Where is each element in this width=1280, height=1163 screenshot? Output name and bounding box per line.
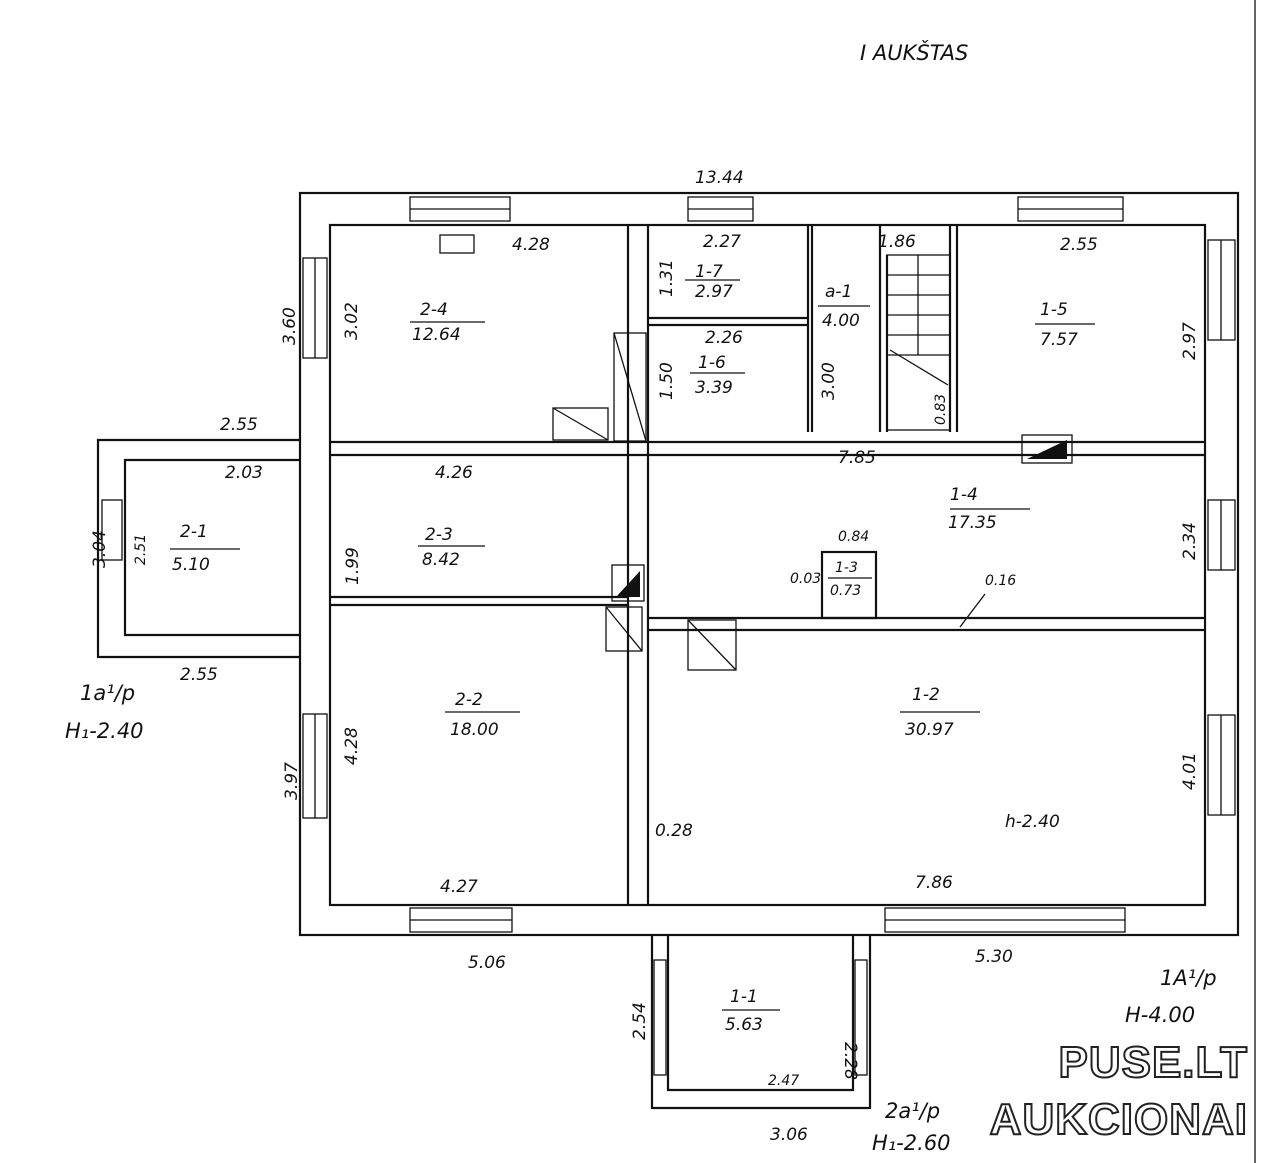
svg-text:1-4: 1-4 [950,485,978,505]
svg-text:1.31: 1.31 [657,259,677,297]
room-a-1: a-1 4.00 [818,282,870,331]
svg-text:2.54: 2.54 [630,1002,650,1040]
svg-text:7.86: 7.86 [915,873,953,893]
svg-text:1.50: 1.50 [657,362,677,400]
svg-text:13.44: 13.44 [695,168,744,188]
svg-text:2.55: 2.55 [220,415,258,435]
svg-text:4.00: 4.00 [822,311,860,331]
svg-text:30.97: 30.97 [905,720,954,740]
svg-text:2.97: 2.97 [695,282,733,302]
svg-text:1a¹/p: 1a¹/p [80,681,135,705]
svg-text:2.34: 2.34 [1180,522,1200,560]
room-1-3: 1-3 0.73 [828,560,872,599]
windows [101,196,1236,1076]
dimension-labels: 13.44 4.28 2.27 1.86 2.55 3.60 3.02 1.31… [90,168,1200,1145]
svg-text:1-5: 1-5 [1040,300,1068,320]
annex-notes: 1a¹/p H₁-2.40 1A¹/p H-4.00 2a¹/p H₁-2.60 [65,681,1217,1155]
room-1-7: 1-72.97 [685,262,740,302]
watermark-line-1: PUSE.LT [1057,1037,1248,1088]
svg-text:1-2: 1-2 [912,685,940,705]
svg-text:5.63: 5.63 [725,1015,763,1035]
svg-text:8.42: 8.42 [422,550,460,570]
floor-title: I AUKŠTAS [860,40,968,65]
svg-text:4.27: 4.27 [440,877,478,897]
svg-text:2.47: 2.47 [768,1073,799,1089]
svg-text:2.55: 2.55 [1060,235,1098,255]
svg-text:0.83: 0.83 [933,394,949,425]
watermark-line-2: AUKCIONAI [989,1094,1248,1145]
svg-text:2.97: 2.97 [1180,322,1200,360]
room-1-6: 1-6 3.39 [690,353,745,398]
svg-text:4.26: 4.26 [435,463,473,483]
svg-text:2-2: 2-2 [455,690,483,710]
svg-text:3.39: 3.39 [695,378,733,398]
svg-text:H₁-2.40: H₁-2.40 [65,719,144,743]
svg-text:18.00: 18.00 [450,720,499,740]
svg-text:12.64: 12.64 [412,325,461,345]
svg-text:7.57: 7.57 [1040,330,1078,350]
svg-text:0.28: 0.28 [655,821,693,841]
svg-text:1-1: 1-1 [730,987,758,1007]
svg-text:H₁-2.60: H₁-2.60 [872,1131,951,1155]
svg-text:0.03: 0.03 [790,571,821,587]
svg-text:3.04: 3.04 [90,530,110,568]
svg-text:2.51: 2.51 [133,534,149,565]
room-2-4: 2-4 12.64 [410,300,485,345]
svg-text:H-4.00: H-4.00 [1125,1003,1195,1027]
svg-text:5.10: 5.10 [172,555,210,575]
room-1-2: 1-2 30.97 [900,685,980,740]
svg-text:2-4: 2-4 [420,300,448,320]
svg-text:1-3: 1-3 [835,560,858,576]
svg-text:a-1: a-1 [825,282,852,302]
svg-text:1A¹/p: 1A¹/p [1160,966,1217,990]
svg-text:3.00: 3.00 [819,362,839,400]
svg-text:3.60: 3.60 [280,307,300,345]
svg-text:0.73: 0.73 [830,583,861,599]
svg-text:4.01: 4.01 [1180,752,1200,790]
interior-walls [330,225,1205,905]
svg-text:h-2.40: h-2.40 [1005,812,1060,832]
svg-text:1.99: 1.99 [343,547,363,585]
staircase-icon [886,254,951,431]
room-labels: 2-4 12.64 1-72.97 1-6 3.39 a-1 4.00 1-5 7.57… [170,262,1095,1035]
svg-text:0.16: 0.16 [985,573,1016,589]
svg-text:1-7: 1-7 [695,262,723,282]
stove-icon [439,234,1073,671]
svg-text:2.55: 2.55 [180,665,218,685]
svg-text:7.85: 7.85 [838,448,876,468]
svg-text:2.27: 2.27 [703,232,741,252]
svg-text:2-3: 2-3 [425,525,453,545]
exterior-walls [96,191,1240,1110]
svg-text:17.35: 17.35 [948,513,997,533]
svg-text:4.28: 4.28 [512,235,550,255]
svg-text:3.02: 3.02 [342,302,362,340]
svg-text:1.86: 1.86 [878,232,916,252]
svg-text:3.06: 3.06 [770,1125,808,1145]
room-1-5: 1-5 7.57 [1035,300,1095,350]
svg-text:3.97: 3.97 [282,762,302,800]
svg-text:1-6: 1-6 [698,353,726,373]
room-1-1: 1-1 5.63 [722,987,780,1035]
svg-text:2.26: 2.26 [705,328,743,348]
room-2-3: 2-3 8.42 [418,525,485,570]
svg-text:5.06: 5.06 [468,953,506,973]
room-2-1: 2-1 5.10 [170,522,240,575]
svg-text:0.84: 0.84 [838,529,869,545]
svg-text:2.28: 2.28 [840,1042,860,1080]
svg-text:5.30: 5.30 [975,947,1013,967]
room-1-4: 1-4 17.35 [948,485,1030,533]
room-2-2: 2-2 18.00 [445,690,520,740]
svg-text:2.03: 2.03 [225,463,263,483]
svg-text:2a¹/p: 2a¹/p [885,1099,940,1123]
svg-text:2-1: 2-1 [180,522,208,542]
svg-text:4.28: 4.28 [342,727,362,765]
